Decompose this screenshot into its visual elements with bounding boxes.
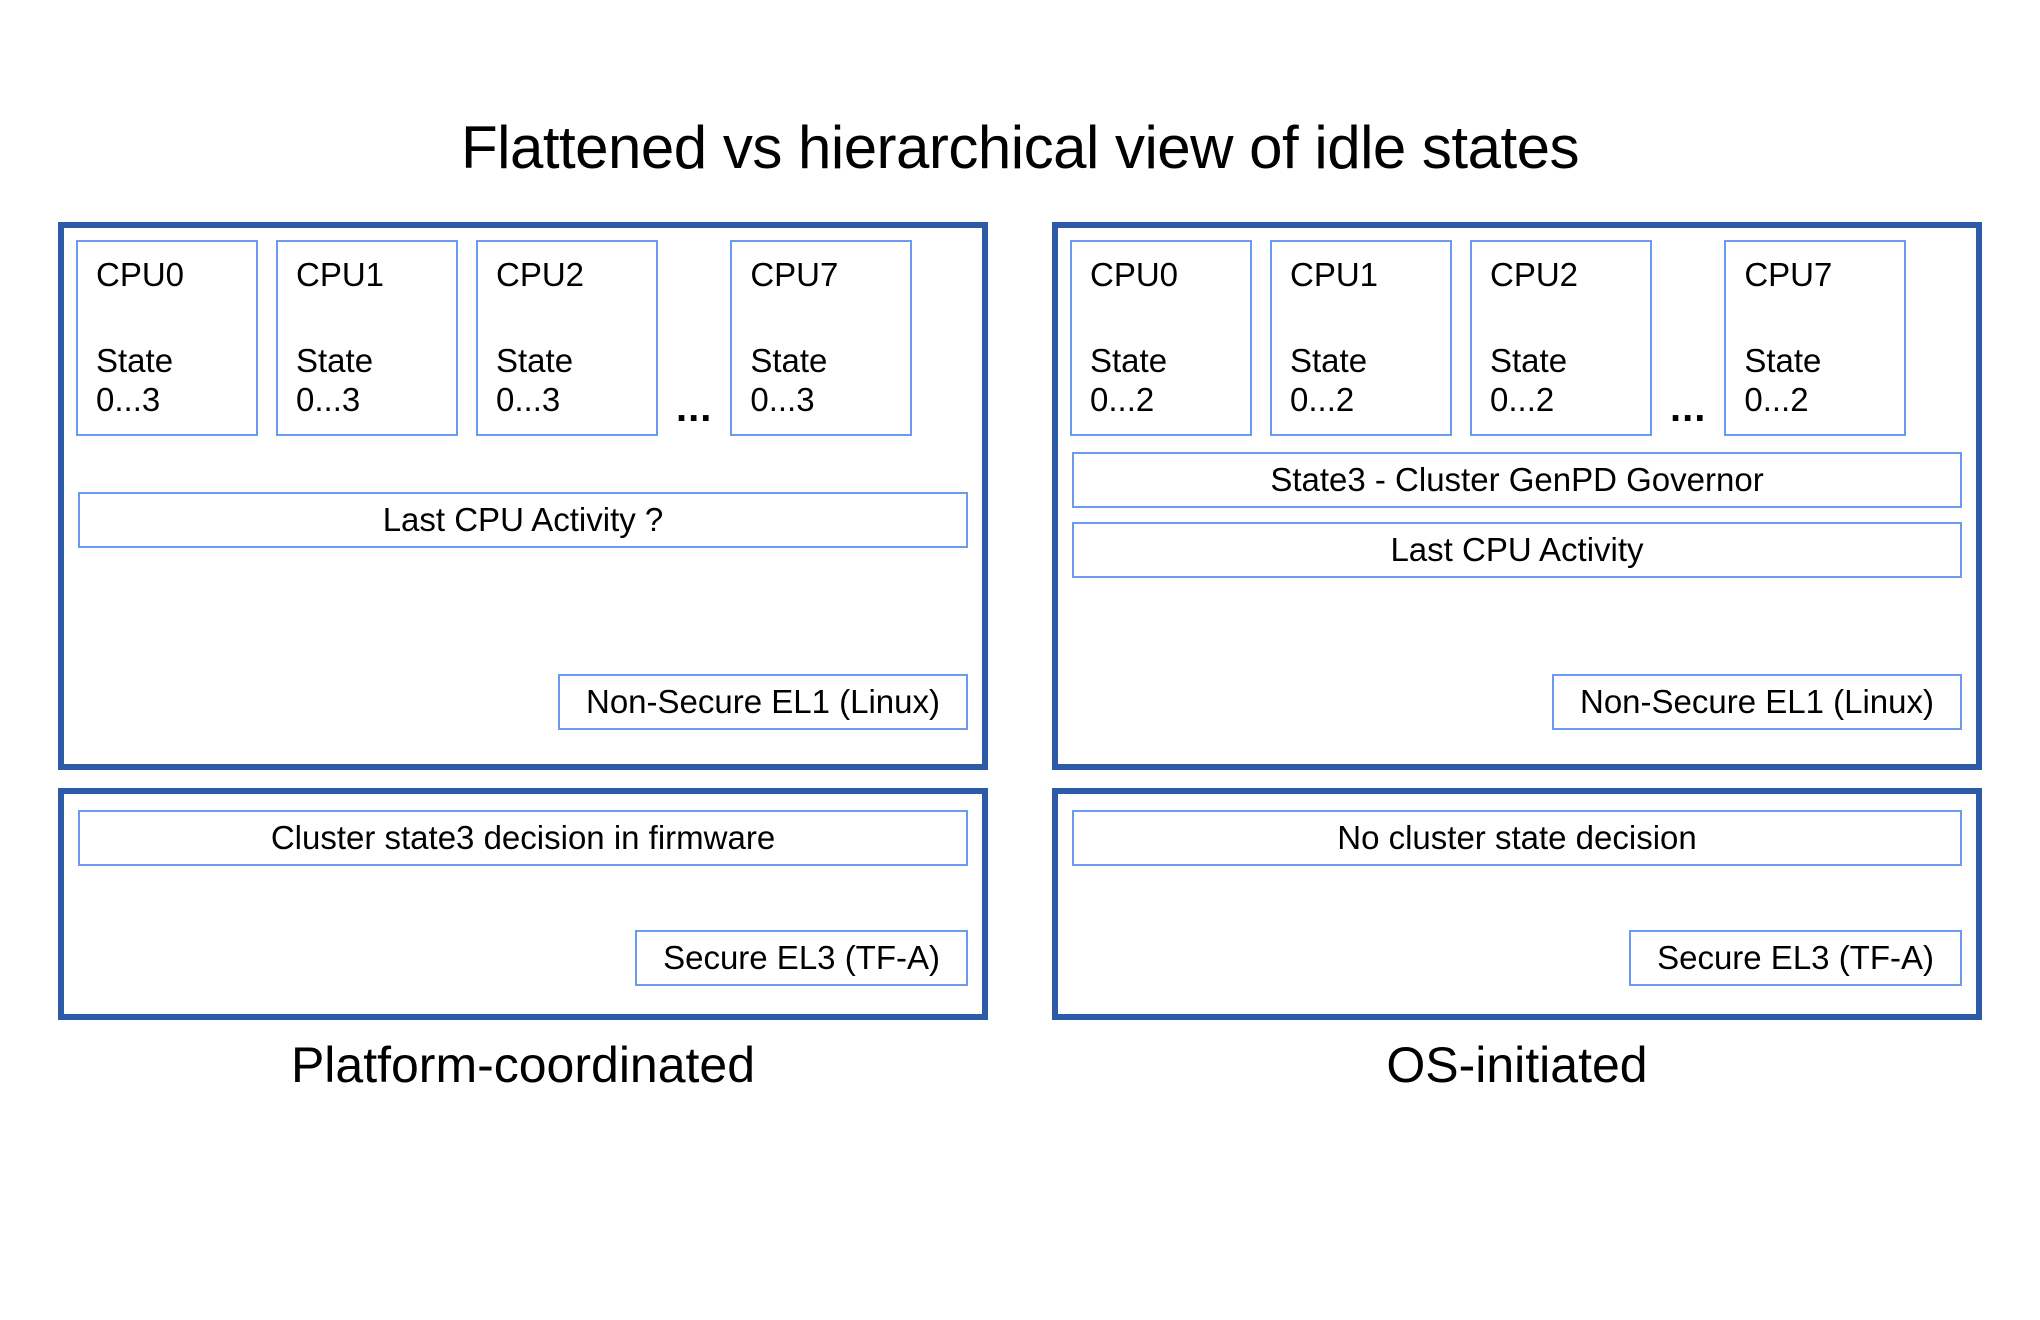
right-last-cpu-activity-bar: Last CPU Activity <box>1072 522 1962 578</box>
left-cpu-box-1: CPU1 State 0...3 <box>276 240 458 436</box>
left-cpu-row: CPU0 State 0...3 CPU1 State 0...3 CPU2 S… <box>64 228 982 436</box>
left-secure-el3-label: Secure EL3 (TF-A) <box>635 930 968 986</box>
cpu-name: CPU2 <box>1490 256 1579 293</box>
cpu-state-word: State <box>1744 341 1822 379</box>
right-cpu-ellipsis: ... <box>1670 386 1707 430</box>
cpu-name: CPU0 <box>1090 256 1179 293</box>
cpu-name: CPU2 <box>496 256 585 293</box>
left-non-secure-el1-section: CPU0 State 0...3 CPU1 State 0...3 CPU2 S… <box>58 222 988 770</box>
panel-platform-coordinated: CPU0 State 0...3 CPU1 State 0...3 CPU2 S… <box>58 222 988 1020</box>
left-secure-el3-section: Cluster state3 decision in firmware Secu… <box>58 788 988 1020</box>
cpu-state-range: 0...2 <box>1090 381 1155 419</box>
right-cluster-decision-bar: No cluster state decision <box>1072 810 1962 866</box>
cpu-name: CPU1 <box>296 256 385 293</box>
left-last-cpu-activity-bar: Last CPU Activity ? <box>78 492 968 548</box>
cpu-state-word: State <box>96 341 174 379</box>
cpu-name: CPU1 <box>1290 256 1379 293</box>
right-cpu-row: CPU0 State 0...2 CPU1 State 0...2 CPU2 S… <box>1058 228 1976 436</box>
cpu-name: CPU7 <box>750 256 839 293</box>
cpu-name: CPU7 <box>1744 256 1833 293</box>
left-cluster-decision-bar: Cluster state3 decision in firmware <box>78 810 968 866</box>
right-cpu-box-7: CPU7 State 0...2 <box>1724 240 1907 436</box>
cpu-state-word: State <box>1490 341 1568 379</box>
right-secure-el3-section: No cluster state decision Secure EL3 (TF… <box>1052 788 1982 1020</box>
cpu-state-word: State <box>296 341 374 379</box>
right-cpu-box-1: CPU1 State 0...2 <box>1270 240 1452 436</box>
left-cpu-ellipsis: ... <box>676 386 713 430</box>
cpu-state-word: State <box>1090 341 1168 379</box>
left-exception-level-row: Non-Secure EL1 (Linux) <box>557 674 968 730</box>
cpu-state-range: 0...3 <box>96 381 161 419</box>
caption-platform-coordinated: Platform-coordinated <box>290 1037 756 1093</box>
cpu-state-range: 0...3 <box>296 381 361 419</box>
cpu-state-range: 0...3 <box>496 381 561 419</box>
left-cpu-box-0: CPU0 State 0...3 <box>76 240 258 436</box>
page-title: Flattened vs hierarchical view of idle s… <box>460 114 1580 181</box>
caption-os-initiated: OS-initiated <box>1386 1037 1648 1093</box>
cpu-state-range: 0...2 <box>1490 381 1555 419</box>
right-exception-level-row: Non-Secure EL1 (Linux) <box>1551 674 1962 730</box>
left-secure-level-row: Secure EL3 (TF-A) <box>635 930 968 986</box>
right-secure-level-row: Secure EL3 (TF-A) <box>1629 930 1962 986</box>
cpu-state-range: 0...2 <box>1290 381 1355 419</box>
right-cpu-box-2: CPU2 State 0...2 <box>1470 240 1652 436</box>
panel-os-initiated: CPU0 State 0...2 CPU1 State 0...2 CPU2 S… <box>1052 222 1982 1020</box>
right-secure-el3-label: Secure EL3 (TF-A) <box>1629 930 1962 986</box>
cpu-state-word: State <box>496 341 574 379</box>
right-cpu-box-0: CPU0 State 0...2 <box>1070 240 1252 436</box>
cpu-state-range: 0...3 <box>750 381 815 419</box>
cpu-state-range: 0...2 <box>1744 381 1809 419</box>
right-cluster-genpd-governor-bar: State3 - Cluster GenPD Governor <box>1072 452 1962 508</box>
left-cpu-box-2: CPU2 State 0...3 <box>476 240 658 436</box>
cpu-state-word: State <box>750 341 828 379</box>
right-non-secure-el1-label: Non-Secure EL1 (Linux) <box>1551 674 1962 730</box>
left-non-secure-el1-label: Non-Secure EL1 (Linux) <box>557 674 968 730</box>
cpu-state-word: State <box>1290 341 1368 379</box>
right-non-secure-el1-section: CPU0 State 0...2 CPU1 State 0...2 CPU2 S… <box>1052 222 1982 770</box>
cpu-name: CPU0 <box>96 256 185 293</box>
left-cpu-box-7: CPU7 State 0...3 <box>730 240 913 436</box>
